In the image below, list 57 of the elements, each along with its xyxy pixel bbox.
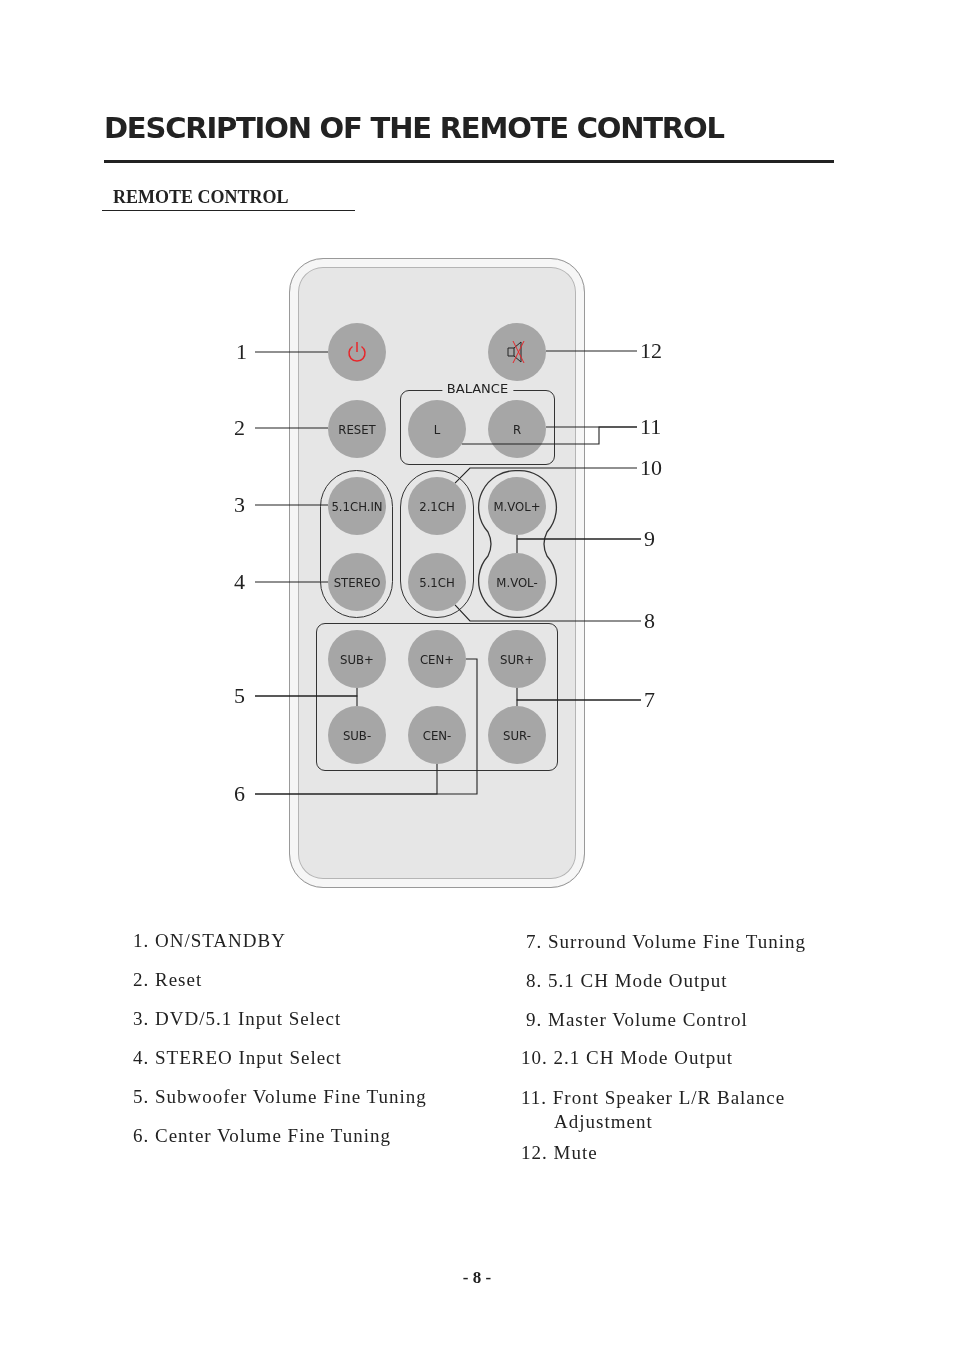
remote-button: CEN- (408, 706, 466, 764)
list-item: 7. Surround Volume Fine Tuning (526, 930, 807, 954)
callout-number: 2 (234, 416, 254, 440)
remote-button: CEN+ (408, 630, 466, 688)
list-item: 3. DVD/5.1 Input Select (133, 1007, 342, 1031)
list-item: 6. Center Volume Fine Tuning (133, 1124, 391, 1148)
page-number: - 8 - (461, 1268, 493, 1288)
section-heading: REMOTE CONTROL (113, 186, 289, 208)
callout-number: 7 (644, 688, 664, 712)
remote-button: SUB- (328, 706, 386, 764)
remote-button: SUR+ (488, 630, 546, 688)
remote-button: R (488, 400, 546, 458)
callout-number: 12 (640, 339, 668, 363)
callout-number: 9 (644, 527, 664, 551)
leader-line (545, 426, 638, 428)
callout-number: 4 (234, 570, 254, 594)
remote-button: L (408, 400, 466, 458)
leader-line (454, 467, 638, 484)
list-item: 9. Master Volume Control (526, 1008, 748, 1032)
remote-button: 5.1CH.IN (328, 477, 386, 535)
leader-line (254, 581, 329, 583)
list-item: 8. 5.1 CH Mode Output (526, 969, 728, 993)
remote-button: 5.1CH (408, 553, 466, 611)
remote-button: SUR- (488, 706, 546, 764)
callout-number: 5 (234, 684, 254, 708)
list-item: 4. STEREO Input Select (133, 1046, 342, 1070)
leader-line (516, 538, 642, 554)
page-title: DESCRIPTION OF THE REMOTE CONTROL (104, 110, 724, 146)
callout-number: 3 (234, 493, 254, 517)
leader-line (254, 427, 329, 429)
list-item: 2. Reset (133, 968, 203, 992)
remote-button: STEREO (328, 553, 386, 611)
callout-number: 8 (644, 609, 664, 633)
leader-line (516, 699, 642, 707)
callout-number: 1 (236, 340, 254, 364)
list-item: 5. Subwoofer Volume Fine Tuning (133, 1085, 427, 1109)
remote-button: SUB+ (328, 630, 386, 688)
callout-number: 6 (234, 782, 254, 806)
leader-line (254, 763, 438, 795)
leader-line (254, 504, 329, 506)
leader-line (454, 604, 642, 622)
leader-line (254, 695, 358, 707)
remote-button: M.VOL+ (488, 477, 546, 535)
list-item: 10. 2.1 CH Mode Output (521, 1046, 733, 1070)
button-pair-frame (480, 470, 555, 618)
button-group-frame (316, 623, 558, 771)
remote-button: 2.1CH (408, 477, 466, 535)
callout-number: 10 (640, 456, 668, 480)
list-item: 11. Front Speaker L/R Balance Adjustment (521, 1086, 787, 1134)
remote-button: M.VOL- (488, 553, 546, 611)
leader-line (254, 351, 329, 353)
list-item: 12. Mute (521, 1141, 598, 1165)
remote-control-body (289, 258, 585, 888)
remote-button: RESET (328, 400, 386, 458)
leader-line (545, 350, 638, 352)
callout-number: 11 (640, 415, 668, 439)
list-item: 1. ON/STANDBY (133, 929, 286, 953)
